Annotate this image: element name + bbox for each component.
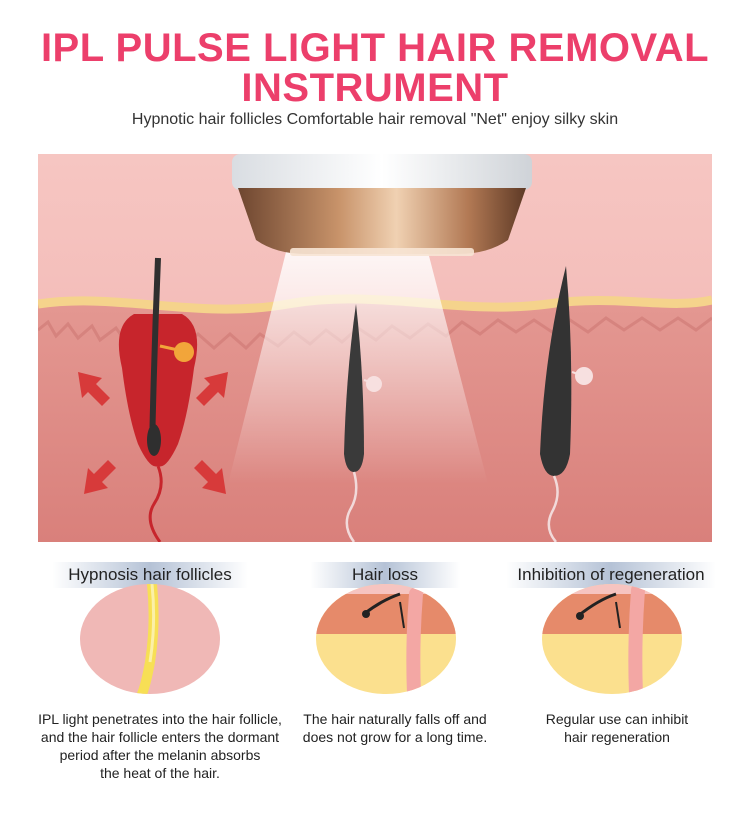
skin-cross-section-illustration [38, 154, 712, 542]
inhibition-circle-icon [542, 584, 682, 694]
step-label-hypnosis: Hypnosis hair follicles [52, 562, 248, 588]
heat-arrows-icon [78, 372, 228, 494]
hypnosis-follicle-circle-icon [80, 584, 220, 694]
hair-loss-circle-icon [316, 584, 456, 694]
page-subtitle: Hypnotic hair follicles Comfortable hair… [131, 111, 619, 128]
page-title-line-2: INSTRUMENT [241, 66, 509, 110]
ipl-device-head-icon [232, 154, 532, 256]
treated-follicle-icon [118, 257, 198, 542]
step-label-hair-loss: Hair loss [310, 562, 460, 588]
step-description-inhibition: Regular use can inhibit hair regeneratio… [545, 711, 689, 745]
page-title-line-1: IPL PULSE LIGHT HAIR REMOVAL [40, 26, 710, 70]
step-description-hair-loss: The hair naturally falls off and does no… [302, 711, 488, 745]
dormant-follicle-icon [344, 304, 382, 542]
regenerating-follicle-icon [540, 266, 593, 542]
step-description-hypnosis: IPL light penetrates into the hair folli… [38, 711, 282, 781]
step-label-inhibition: Inhibition of regeneration [506, 562, 716, 588]
